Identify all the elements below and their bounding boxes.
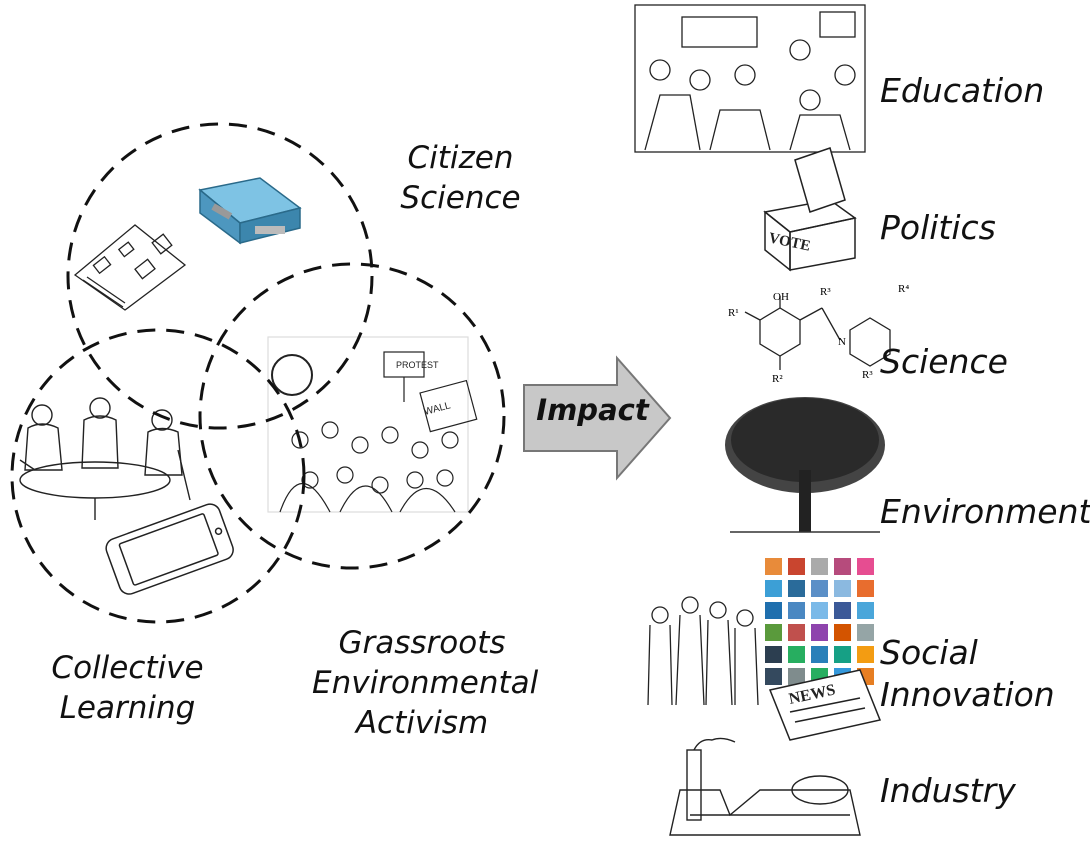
grassroots-activism-circle (198, 262, 506, 570)
newspaper-icon (768, 669, 882, 741)
outcome-industry: Industry (880, 771, 1016, 810)
chemical-structure-icon (744, 296, 891, 370)
grassroots-line-3: Activism (355, 705, 489, 741)
chem-label-oh: OH (773, 291, 789, 303)
chem-label-r3: R³ (820, 286, 831, 298)
impact-arrow (523, 355, 672, 481)
tree-icon (725, 397, 885, 533)
chem-label-r4: R⁴ (898, 283, 909, 295)
classroom-icon (634, 4, 866, 153)
grassroots-activism-label: Grassroots Environmental Activism (312, 623, 539, 743)
collective-learning-line-2: Learning (59, 690, 196, 726)
raspberry-pi-board-icon (73, 224, 187, 311)
social-media-icons-grid (765, 558, 874, 685)
protest-sign-text: PROTEST (396, 360, 439, 370)
smartphone-icon (105, 503, 234, 595)
collective-learning-circle (10, 328, 306, 624)
citizen-science-label: Citizen Science (398, 138, 523, 218)
people-at-table-icon (19, 397, 191, 520)
chem-label-r3: R³ (862, 369, 873, 381)
chem-label-n: N (838, 336, 846, 348)
factory-icon (669, 737, 861, 836)
chem-label-r1: R¹ (728, 307, 739, 319)
social-innovation-line-2: Innovation (880, 675, 1055, 714)
outcome-education: Education (880, 71, 1045, 110)
citizen-science-line-1: Citizen (407, 140, 514, 176)
outcome-science: Science (880, 342, 1008, 381)
protest-crowd-icon (267, 336, 478, 513)
crowd-of-people-icon (647, 596, 759, 706)
collective-learning-label: Collective Learning (45, 648, 210, 728)
ballot-box-icon (763, 147, 857, 272)
outcome-environment: Environment (880, 492, 1090, 531)
social-innovation-line-1: Social (880, 633, 978, 672)
protest-sign-text: WALL (423, 400, 452, 418)
outcome-politics: Politics (880, 208, 996, 247)
citizen-science-circle (66, 122, 374, 430)
impact-arrow-label: Impact (536, 393, 649, 427)
citizen-science-line-2: Science (400, 180, 521, 216)
chem-label-r2: R² (772, 373, 783, 385)
grassroots-line-2: Environmental (312, 665, 539, 701)
collective-learning-line-1: Collective (51, 650, 204, 686)
grassroots-line-1: Grassroots (338, 625, 506, 661)
outcome-social-innovation: Social Innovation (880, 632, 1055, 716)
pi-case-icon (198, 177, 302, 245)
